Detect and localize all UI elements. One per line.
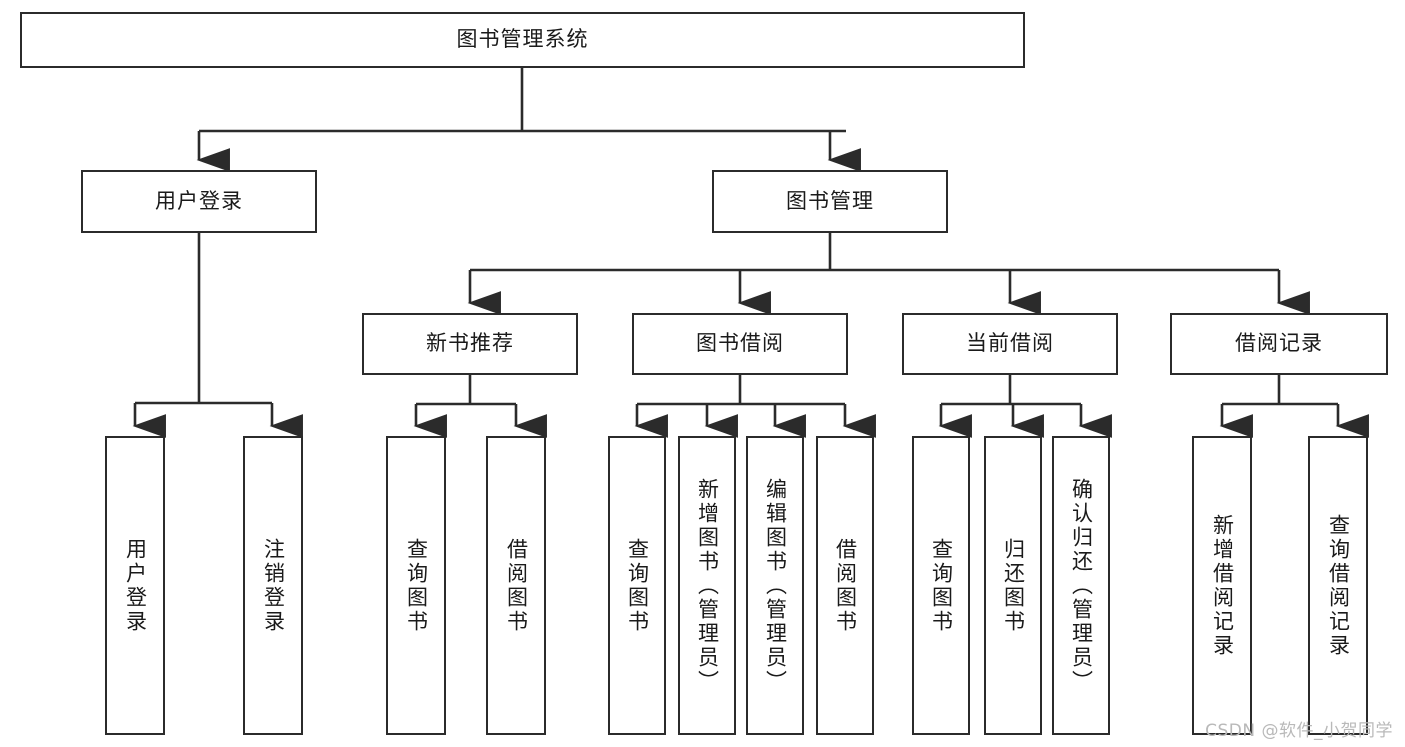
leaf-add-book-admin-label: 新增图书（管理员） [695, 477, 720, 694]
leaf-edit-book-admin[interactable]: 编辑图书（管理员） [746, 436, 804, 735]
leaf-query-book-1[interactable]: 查询图书 [386, 436, 446, 735]
leaf-borrow-book-2-label: 借阅图书 [833, 537, 858, 634]
csdn-watermark: CSDN @软件_小贺同学 [1205, 721, 1393, 741]
leaf-add-book-admin[interactable]: 新增图书（管理员） [678, 436, 736, 735]
leaf-query-book-2-label: 查询图书 [625, 537, 650, 634]
node-new-book-recommend[interactable]: 新书推荐 [362, 313, 578, 375]
leaf-logout-login-label: 注销登录 [261, 537, 286, 634]
node-book-borrow[interactable]: 图书借阅 [632, 313, 848, 375]
leaf-borrow-book-1[interactable]: 借阅图书 [486, 436, 546, 735]
leaf-user-login[interactable]: 用户登录 [105, 436, 165, 735]
leaf-add-borrow-record-label: 新增借阅记录 [1210, 513, 1235, 658]
leaf-query-borrow-record-label: 查询借阅记录 [1326, 513, 1351, 658]
node-current-borrow-label: 当前借阅 [966, 331, 1054, 356]
leaf-edit-book-admin-label: 编辑图书（管理员） [763, 477, 788, 694]
node-book-manage[interactable]: 图书管理 [712, 170, 948, 233]
leaf-logout-login[interactable]: 注销登录 [243, 436, 303, 735]
node-user-login[interactable]: 用户登录 [81, 170, 317, 233]
node-root-label: 图书管理系统 [456, 27, 589, 52]
node-user-login-label: 用户登录 [155, 188, 243, 213]
node-book-manage-label: 图书管理 [786, 188, 874, 213]
leaf-return-book[interactable]: 归还图书 [984, 436, 1042, 735]
node-borrow-record-label: 借阅记录 [1235, 331, 1323, 356]
leaf-query-book-1-label: 查询图书 [404, 537, 429, 634]
leaf-confirm-return-admin-label: 确认归还（管理员） [1069, 477, 1094, 694]
node-borrow-record[interactable]: 借阅记录 [1170, 313, 1388, 375]
node-root[interactable]: 图书管理系统 [20, 12, 1025, 68]
leaf-query-book-2[interactable]: 查询图书 [608, 436, 666, 735]
leaf-query-book-3[interactable]: 查询图书 [912, 436, 970, 735]
leaf-add-borrow-record[interactable]: 新增借阅记录 [1192, 436, 1252, 735]
leaf-return-book-label: 归还图书 [1001, 537, 1026, 634]
leaf-query-book-3-label: 查询图书 [929, 537, 954, 634]
leaf-query-borrow-record[interactable]: 查询借阅记录 [1308, 436, 1368, 735]
leaf-borrow-book-1-label: 借阅图书 [504, 537, 529, 634]
node-book-borrow-label: 图书借阅 [696, 331, 784, 356]
node-current-borrow[interactable]: 当前借阅 [902, 313, 1118, 375]
leaf-confirm-return-admin[interactable]: 确认归还（管理员） [1052, 436, 1110, 735]
node-new-book-recommend-label: 新书推荐 [426, 331, 514, 356]
leaf-borrow-book-2[interactable]: 借阅图书 [816, 436, 874, 735]
leaf-user-login-label: 用户登录 [123, 537, 148, 634]
